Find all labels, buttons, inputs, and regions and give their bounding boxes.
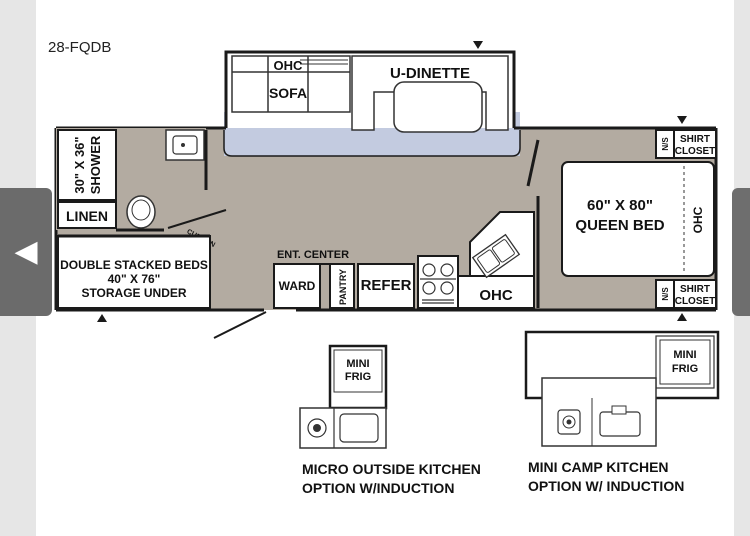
kitchen-sink	[471, 233, 521, 279]
sofa-label: SOFA	[269, 85, 307, 101]
floorplan-diagram: 28-FQDB OHC SOFA U-DINETTE	[48, 39, 720, 496]
u-dinette-label: U-DINETTE	[390, 65, 470, 82]
previous-image-button[interactable]: ◀	[0, 188, 52, 316]
micro-caption-1: MICRO OUTSIDE KITCHEN	[302, 461, 481, 477]
micro-outside-kitchen	[299, 344, 388, 449]
ohc-sofa-label: OHC	[274, 58, 304, 73]
ohc-bed-label: OHC	[691, 206, 705, 233]
bunk-label-1: DOUBLE STACKED BEDS	[60, 258, 208, 272]
shirt-closet-bot-1: SHIRT	[680, 284, 710, 295]
ns-bottom-label: N/S	[661, 287, 670, 301]
marker-bottom-left	[97, 314, 107, 322]
shower-label-2: SHOWER	[88, 135, 103, 194]
mini-camp-kitchen	[524, 330, 720, 447]
bunk-beds	[57, 234, 211, 309]
sofa	[231, 55, 351, 113]
micro-caption-2: OPTION W/INDUCTION	[302, 480, 454, 496]
ohc-kitchen-label: OHC	[479, 287, 513, 304]
next-image-button[interactable]	[732, 188, 750, 316]
queen-bed-label-1: 60" X 80"	[587, 197, 653, 214]
mini-frig-1a: MINI	[346, 358, 369, 370]
u-dinette	[351, 55, 509, 133]
shirt-closet-top-1: SHIRT	[680, 134, 710, 145]
queen-bed	[561, 161, 715, 277]
kitchen-cabinets	[273, 255, 535, 309]
bunk-label-3: STORAGE UNDER	[81, 286, 186, 300]
camp-caption-2: OPTION W/ INDUCTION	[528, 478, 684, 494]
entry-marker-top	[473, 41, 483, 49]
marker-bottom-right	[677, 313, 687, 321]
refer-label: REFER	[361, 277, 412, 294]
ns-top-label: N/S	[661, 137, 670, 151]
camp-caption-1: MINI CAMP KITCHEN	[528, 459, 669, 475]
kitchen-counter	[469, 211, 535, 279]
slide-out	[223, 50, 521, 157]
shower-label-1: 30" X 36"	[72, 136, 87, 193]
mini-frig-2a: MINI	[673, 349, 696, 361]
bathroom	[56, 128, 227, 232]
entry-door	[213, 311, 267, 339]
marker-top-right	[677, 116, 687, 124]
shirt-closet-bot-2: CLOSET	[675, 296, 716, 307]
queen-bed-label-2: QUEEN BED	[575, 217, 664, 234]
mini-frig-1b: FRIG	[345, 371, 371, 383]
image-viewer: 28-FQDB OHC SOFA U-DINETTE	[36, 0, 734, 536]
chevron-left-icon: ◀	[14, 235, 38, 268]
bunk-label-2: 40" X 76"	[108, 272, 161, 286]
mini-frig-2b: FRIG	[672, 363, 698, 375]
ent-center-label: ENT. CENTER	[277, 249, 349, 261]
interior-walls	[526, 139, 540, 308]
stove	[420, 263, 456, 304]
bedroom-storage	[655, 129, 717, 309]
model-code: 28-FQDB	[48, 39, 111, 56]
ward-label: WARD	[279, 279, 316, 293]
linen-label: LINEN	[66, 208, 108, 224]
shirt-closet-top-2: CLOSET	[675, 146, 716, 157]
pantry-label: PANTRY	[338, 269, 348, 305]
